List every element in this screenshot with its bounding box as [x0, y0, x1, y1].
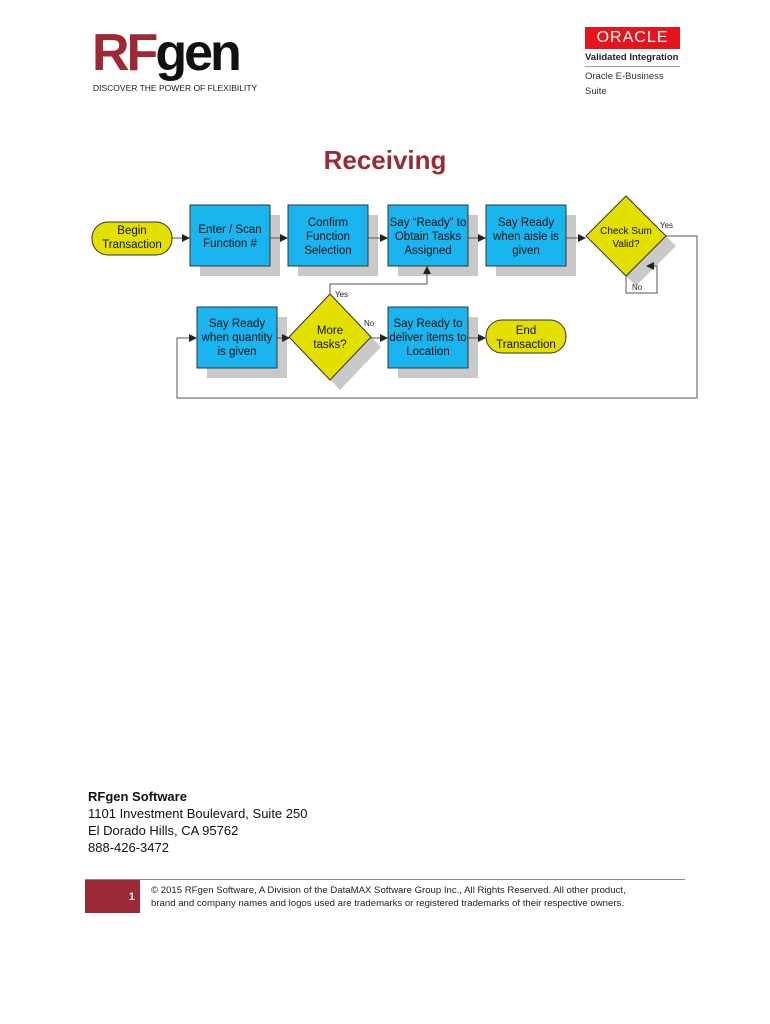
- step5-label: is given: [218, 346, 257, 358]
- step4-label: Say Ready: [498, 217, 555, 229]
- step6-label: Location: [406, 346, 449, 358]
- page-title: Receiving: [323, 145, 447, 175]
- step3-label: Say “Ready” to: [390, 217, 467, 229]
- decision-check-sum: [585, 195, 667, 277]
- city: El Dorado Hills, CA 95762: [88, 823, 239, 838]
- step-aisle: [485, 204, 567, 267]
- decision2-label: More: [317, 325, 343, 337]
- begin-label: Begin: [117, 225, 146, 237]
- begin-label: Transaction: [102, 239, 162, 251]
- step5-label: Say Ready: [209, 318, 266, 330]
- copyright-line: © 2015 RFgen Software, A Division of the…: [151, 885, 626, 896]
- decision2-no: No: [364, 319, 375, 328]
- rfgen-logo: RFgen: [92, 27, 242, 79]
- logo-gen: gen: [155, 24, 241, 82]
- step4-label: given: [512, 245, 540, 257]
- decision-more-tasks: [288, 293, 372, 381]
- page-number-box: [85, 880, 140, 913]
- logo-rf: RF: [92, 24, 158, 82]
- street: 1101 Investment Boulevard, Suite 250: [88, 806, 308, 821]
- step1-label: Enter / Scan: [198, 224, 261, 236]
- decision1-no: No: [632, 283, 643, 292]
- step2-label: Function: [306, 231, 350, 243]
- page-number: 1: [128, 891, 135, 903]
- company-name: RFgen Software: [88, 789, 187, 804]
- decision2-yes: Yes: [335, 290, 348, 299]
- oracle-logo: ORACLE: [585, 27, 680, 49]
- validated-integration: Validated Integration: [585, 52, 680, 67]
- copyright-line: brand and company names and logos used a…: [151, 898, 624, 909]
- copyright: © 2015 RFgen Software, A Division of the…: [151, 884, 691, 910]
- step-confirm: [287, 204, 369, 267]
- decision1-yes: Yes: [660, 221, 673, 230]
- step6-label: Say Ready to: [393, 318, 462, 330]
- decision2-label: tasks?: [313, 339, 346, 351]
- begin-terminal: [91, 221, 173, 256]
- step-enter-scan: [189, 204, 271, 267]
- flowchart: Begin Transaction Enter / Scan Function …: [91, 195, 698, 399]
- phone: 888-426-3472: [88, 840, 169, 855]
- end-terminal: [485, 319, 567, 354]
- step4-label: when aisle is: [492, 231, 559, 243]
- end-label: End: [516, 325, 536, 337]
- decision1-label: Valid?: [612, 239, 639, 250]
- step-deliver: [387, 306, 469, 369]
- decision1-label: Check Sum: [600, 226, 652, 237]
- step2-label: Selection: [304, 245, 351, 257]
- step2-label: Confirm: [308, 217, 348, 229]
- step-quantity: [196, 306, 278, 369]
- step1-label: Function #: [203, 238, 257, 250]
- step3-label: Assigned: [404, 245, 451, 257]
- product-name: Oracle E-Business Suite: [585, 71, 664, 97]
- step5-label: when quantity: [201, 332, 273, 344]
- step3-label: Obtain Tasks: [395, 231, 462, 243]
- end-label: Transaction: [496, 339, 556, 351]
- step6-label: deliver items to: [389, 332, 466, 344]
- step-obtain-tasks: [387, 204, 469, 267]
- tagline: DISCOVER THE POWER OF FLEXIBILITY: [93, 83, 258, 93]
- address-block: RFgen Software 1101 Investment Boulevard…: [88, 788, 307, 856]
- footer-divider: [85, 879, 685, 880]
